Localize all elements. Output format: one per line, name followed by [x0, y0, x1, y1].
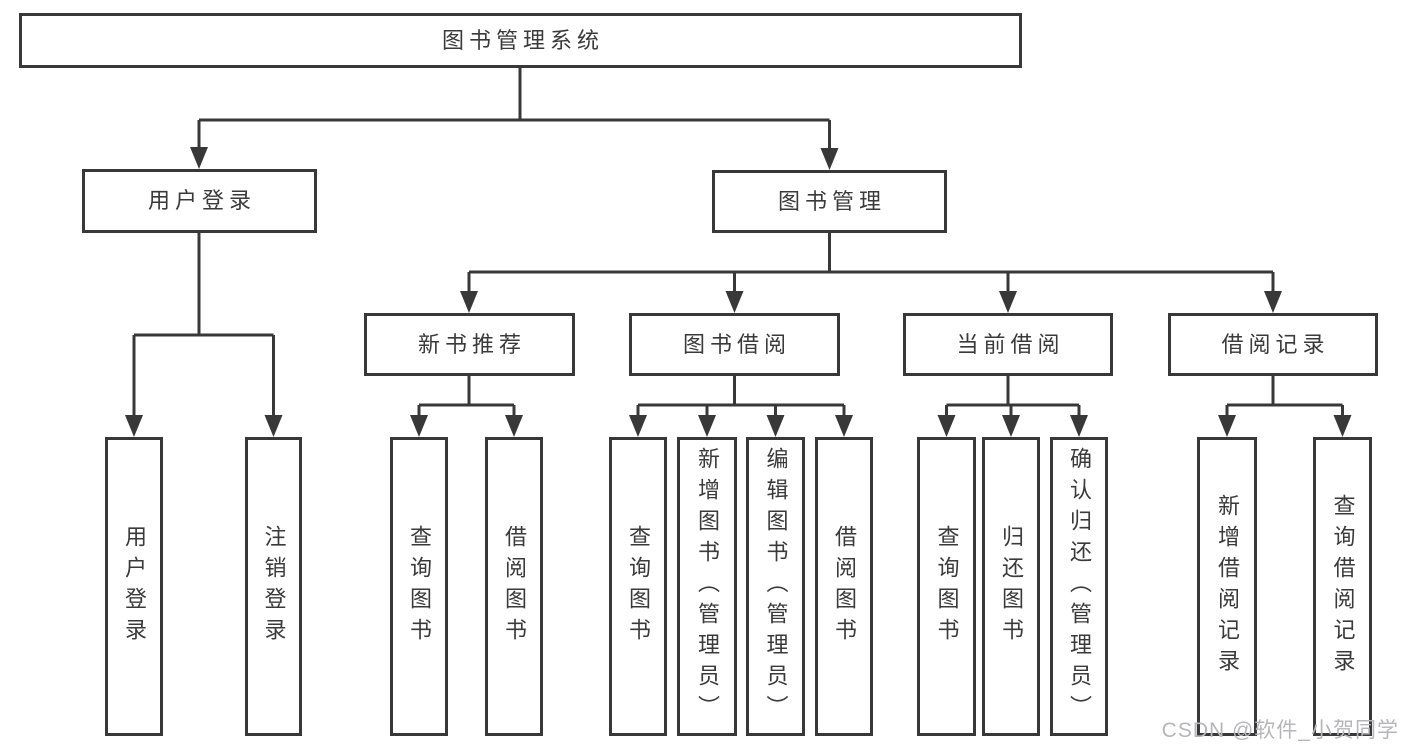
leaf-user-login-label: 用户登录 [122, 524, 147, 649]
node-new-book-recommend: 新书推荐 [364, 313, 575, 376]
node-current-borrow: 当前借阅 [903, 313, 1113, 376]
csdn-watermark: CSDN @软件_小贺同学 [1161, 719, 1399, 742]
leaf-record-query-record-label: 查询借阅记录 [1330, 493, 1356, 680]
leaf-borrow-edit-book-admin: 编辑图书（管理员） [746, 437, 805, 736]
node-current-borrow-label: 当前借阅 [956, 331, 1065, 357]
leaf-logout: 注销登录 [245, 437, 302, 736]
leaf-record-add-record-label: 新增借阅记录 [1215, 493, 1240, 680]
leaf-current-query-book: 查询图书 [917, 437, 976, 736]
leaf-current-confirm-return-admin: 确认归还（管理员） [1050, 437, 1108, 736]
leaf-current-return-book-label: 归还图书 [999, 524, 1024, 649]
leaf-borrow-borrow-book: 借阅图书 [815, 437, 873, 736]
node-root-label: 图书管理系统 [441, 27, 604, 53]
node-borrow-record: 借阅记录 [1168, 313, 1378, 376]
leaf-borrow-add-book-admin-label: 新增图书（管理员） [695, 447, 720, 726]
node-borrow-record-label: 借阅记录 [1221, 331, 1330, 357]
leaf-current-confirm-return-admin-label: 确认归还（管理员） [1067, 447, 1092, 726]
leaf-newrec-borrow-book-label: 借阅图书 [502, 524, 527, 649]
leaf-newrec-query-book-label: 查询图书 [407, 524, 432, 649]
leaf-record-query-record: 查询借阅记录 [1313, 437, 1372, 736]
leaf-newrec-query-book: 查询图书 [390, 437, 448, 736]
node-book-borrow-label: 图书借阅 [682, 331, 791, 357]
node-user-login-label: 用户登录 [147, 188, 256, 213]
leaf-borrow-borrow-book-label: 借阅图书 [832, 524, 857, 649]
leaf-current-return-book: 归还图书 [982, 437, 1040, 736]
node-root: 图书管理系统 [19, 13, 1022, 68]
node-new-book-recommend-label: 新书推荐 [417, 331, 526, 357]
leaf-newrec-borrow-book: 借阅图书 [485, 437, 543, 736]
node-book-management: 图书管理 [712, 170, 947, 233]
leaf-borrow-query-book: 查询图书 [609, 437, 667, 736]
leaf-borrow-add-book-admin: 新增图书（管理员） [677, 437, 737, 736]
leaf-borrow-query-book-label: 查询图书 [626, 524, 651, 649]
node-user-login: 用户登录 [82, 169, 317, 233]
node-book-borrow: 图书借阅 [629, 313, 840, 376]
leaf-borrow-edit-book-admin-label: 编辑图书（管理员） [763, 447, 789, 726]
node-book-management-label: 图书管理 [777, 188, 886, 214]
leaf-current-query-book-label: 查询图书 [934, 524, 960, 649]
leaf-logout-label: 注销登录 [261, 524, 287, 649]
leaf-record-add-record: 新增借阅记录 [1197, 437, 1257, 736]
leaf-user-login: 用户登录 [105, 437, 163, 736]
